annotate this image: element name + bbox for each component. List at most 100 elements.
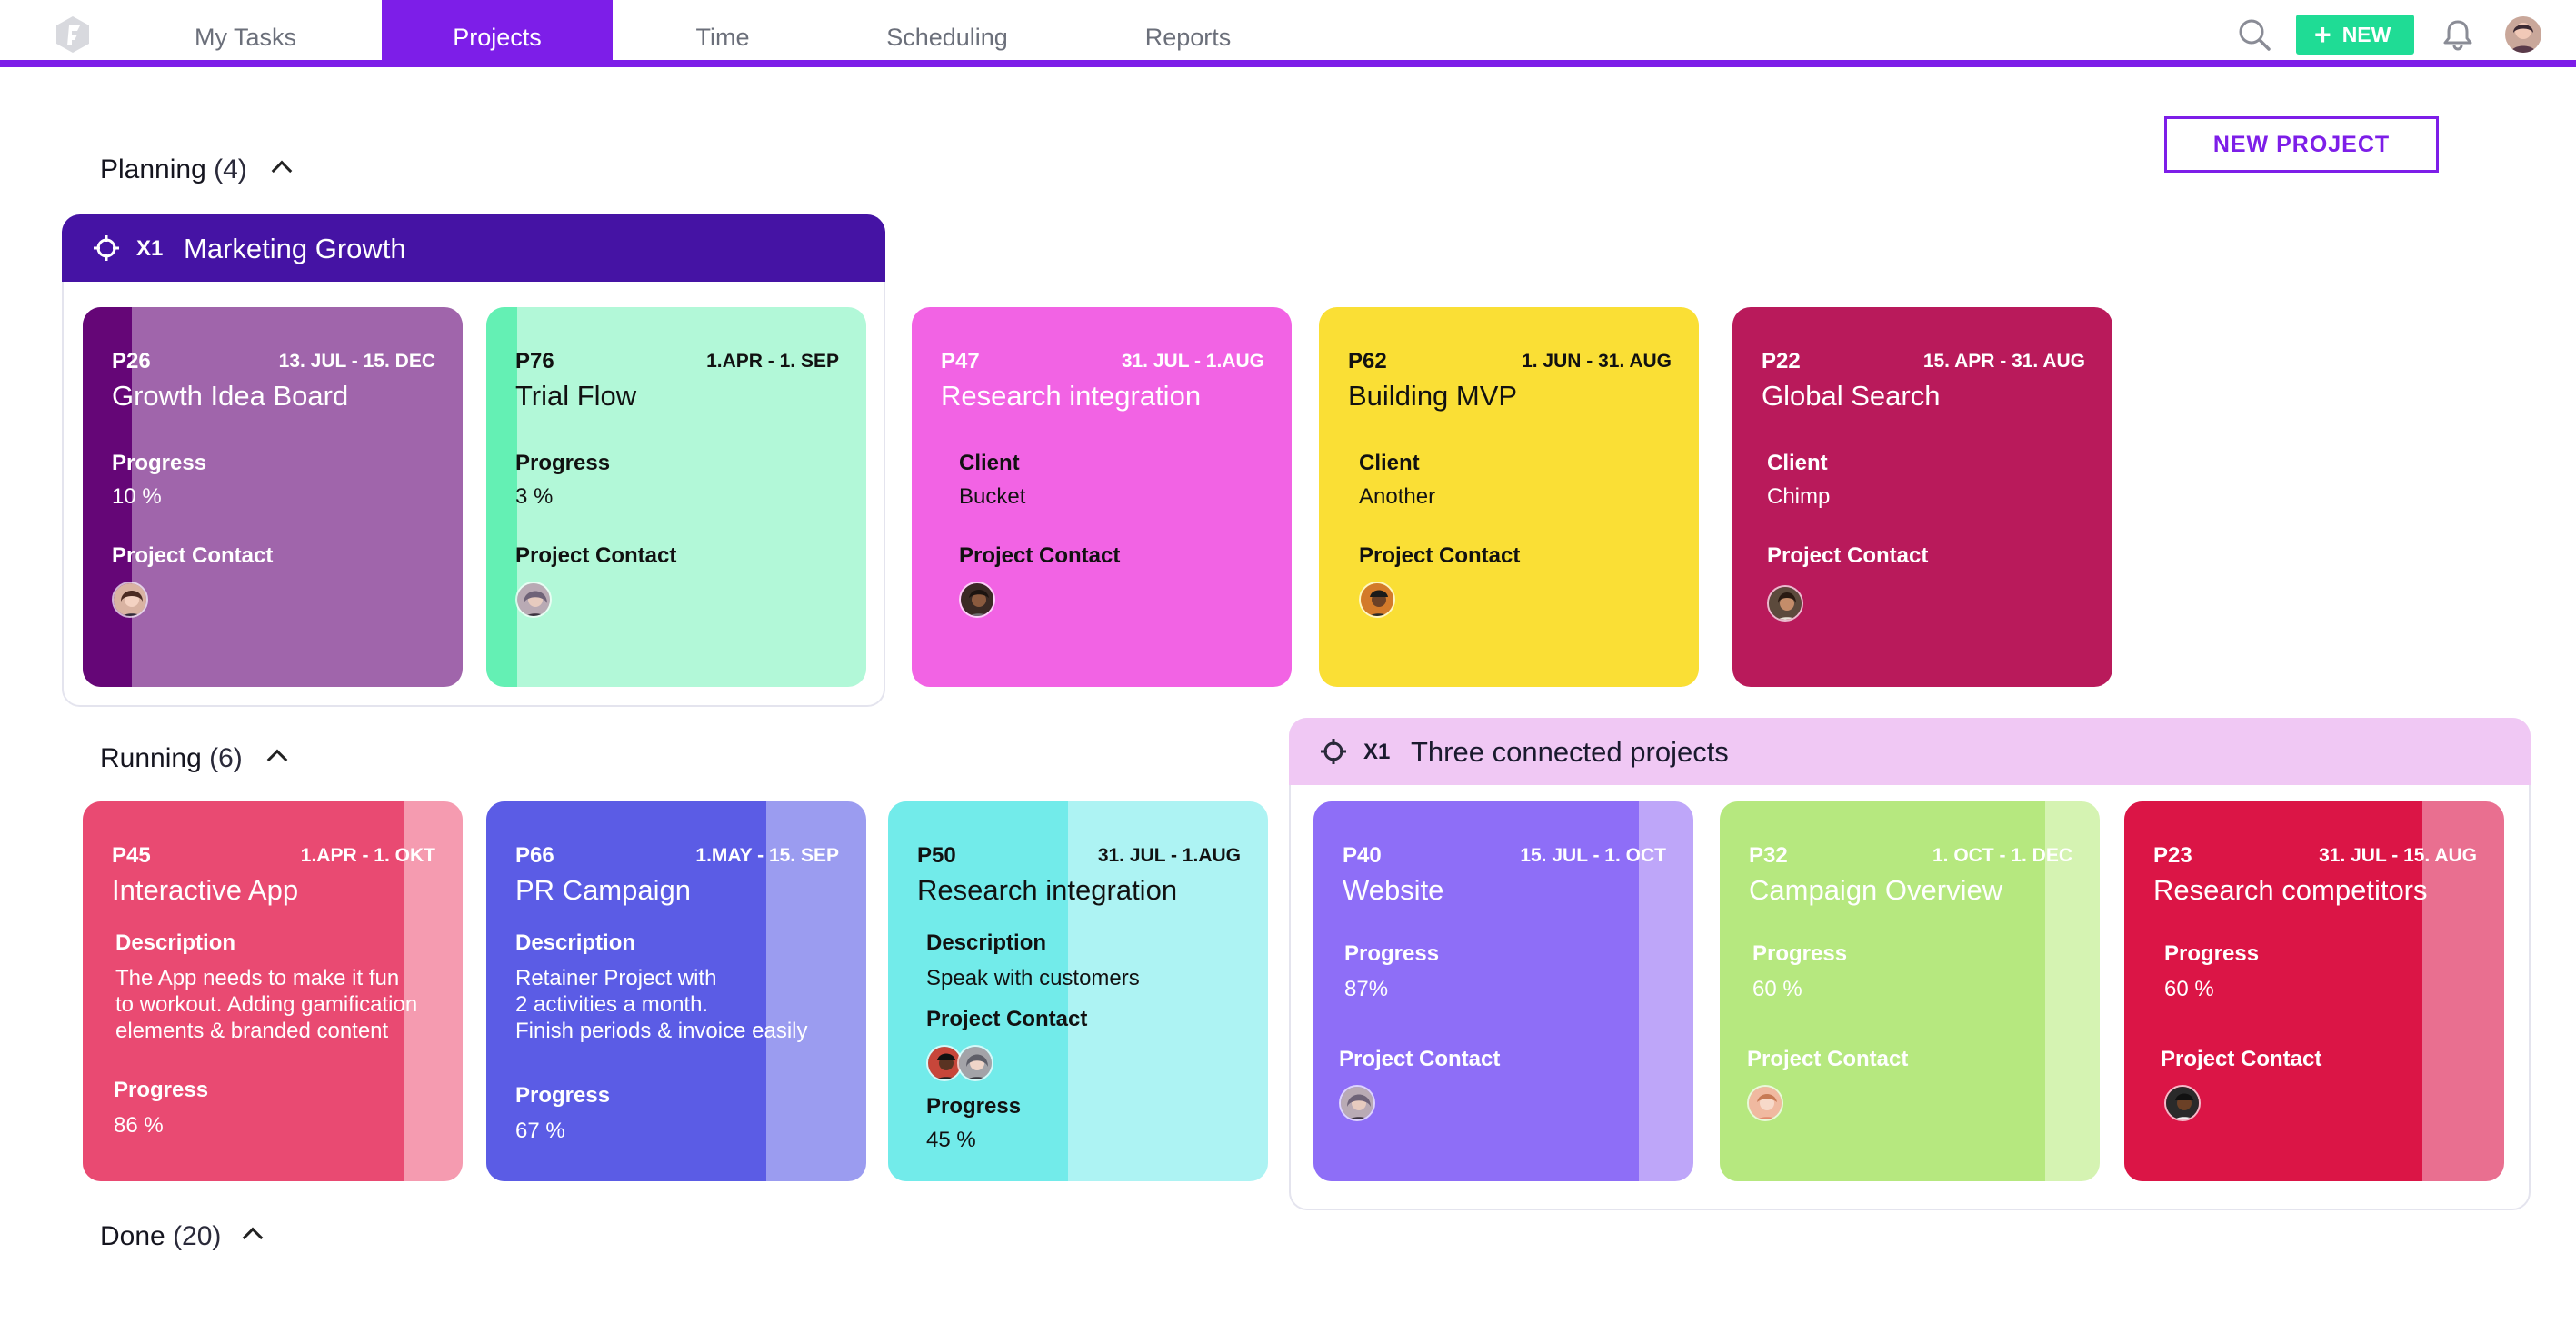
project-dates: 1. OCT - 1. DEC — [1932, 845, 2072, 866]
project-title: Website — [1343, 874, 1444, 906]
contact-avatar[interactable] — [1767, 585, 1803, 622]
target-icon — [94, 235, 119, 261]
project-card-p62[interactable]: P62 1. JUN - 31. AUG Building MVP Client… — [1319, 307, 1699, 687]
project-code: P66 — [515, 843, 554, 868]
section-running-count: (6) — [209, 743, 243, 773]
progress-value: 3 % — [515, 484, 554, 509]
project-card-p23[interactable]: P23 31. JUL - 15. AUG Research competito… — [2124, 801, 2504, 1181]
project-card-p45[interactable]: P45 1.APR - 1. OKT Interactive App Descr… — [83, 801, 463, 1181]
bell-icon[interactable] — [2440, 16, 2476, 53]
contact-avatar[interactable] — [957, 1045, 993, 1081]
nav-time[interactable]: Time — [695, 24, 750, 51]
project-code: P40 — [1343, 843, 1382, 868]
group-code: X1 — [136, 236, 164, 261]
user-avatar[interactable] — [2505, 16, 2541, 53]
description-label: Description — [115, 930, 236, 955]
project-dates: 13. JUL - 15. DEC — [278, 351, 435, 372]
group-header-three-connected[interactable]: X1 Three connected projects — [1289, 718, 2531, 785]
project-dates: 15. APR - 31. AUG — [1922, 351, 2085, 372]
project-title: PR Campaign — [515, 874, 691, 906]
progress-label: Progress — [1752, 941, 1848, 966]
description-label: Description — [926, 930, 1047, 955]
project-title: Trial Flow — [515, 380, 637, 412]
progress-label: Progress — [515, 1083, 611, 1108]
client-label: Client — [1767, 451, 1828, 475]
contact-avatar[interactable] — [926, 1045, 963, 1081]
nav-scheduling[interactable]: Scheduling — [886, 24, 1008, 51]
progress-value: 60 % — [2164, 977, 2214, 1001]
progress-value: 67 % — [515, 1119, 565, 1143]
progress-fill — [1313, 801, 1639, 1181]
new-project-button[interactable]: NEW PROJECT — [2164, 116, 2439, 173]
section-done-header[interactable]: Done (20) — [100, 1221, 264, 1252]
progress-value: 45 % — [926, 1128, 976, 1152]
section-running-header[interactable]: Running (6) — [100, 743, 288, 774]
chevron-up-icon[interactable] — [266, 749, 288, 771]
chevron-up-icon[interactable] — [271, 160, 293, 182]
description-value: The App needs to make it fun to workout.… — [115, 966, 418, 1043]
progress-value: 87% — [1344, 977, 1389, 1001]
contact-label: Project Contact — [926, 1007, 1088, 1031]
contact-avatar[interactable] — [1747, 1085, 1783, 1121]
new-button[interactable]: +NEW — [2296, 15, 2414, 55]
contact-avatar[interactable] — [112, 582, 148, 618]
project-card-p66[interactable]: P66 1.MAY - 15. SEP PR Campaign Descript… — [486, 801, 866, 1181]
group-code: X1 — [1363, 740, 1391, 764]
section-done-label: Done — [100, 1221, 165, 1251]
progress-value: 86 % — [114, 1113, 164, 1138]
client-value: Another — [1359, 484, 1436, 509]
section-running-label: Running — [100, 743, 202, 773]
section-done-count: (20) — [173, 1221, 222, 1251]
project-card-p40[interactable]: P40 15. JUL - 1. OCT Website Progress 87… — [1313, 801, 1693, 1181]
project-card-p47[interactable]: P47 31. JUL - 1.AUG Research integration… — [912, 307, 1292, 687]
progress-fill — [888, 801, 1068, 1181]
progress-fill — [83, 801, 404, 1181]
progress-fill — [486, 801, 766, 1181]
contact-avatar[interactable] — [1359, 582, 1395, 618]
project-dates: 15. JUL - 1. OCT — [1520, 845, 1666, 866]
description-value: Speak with customers — [926, 966, 1140, 990]
project-card-p26[interactable]: P26 13. JUL - 15. DEC Growth Idea Board … — [83, 307, 463, 687]
project-code: P22 — [1762, 349, 1801, 373]
progress-label: Progress — [1344, 941, 1440, 966]
project-title: Interactive App — [112, 874, 299, 906]
project-dates: 1.MAY - 15. SEP — [695, 845, 839, 866]
group-name: Marketing Growth — [184, 233, 406, 264]
progress-value: 10 % — [112, 484, 162, 509]
group-name: Three connected projects — [1411, 736, 1729, 768]
project-card-p22[interactable]: P22 15. APR - 31. AUG Global Search Clie… — [1732, 307, 2112, 687]
group-header-marketing-growth[interactable]: X1 Marketing Growth — [62, 214, 885, 282]
contact-label: Project Contact — [959, 543, 1121, 568]
project-title: Growth Idea Board — [112, 380, 349, 412]
search-icon[interactable] — [2236, 16, 2272, 53]
contact-avatar[interactable] — [959, 582, 995, 618]
project-card-p76[interactable]: P76 1.APR - 1. SEP Trial Flow Progress 3… — [486, 307, 866, 687]
client-label: Client — [1359, 451, 1420, 475]
project-card-p50[interactable]: P50 31. JUL - 1.AUG Research integration… — [888, 801, 1268, 1181]
client-value: Chimp — [1767, 484, 1831, 509]
client-value: Bucket — [959, 484, 1026, 509]
project-title: Global Search — [1762, 380, 1941, 412]
contact-avatar[interactable] — [1339, 1085, 1375, 1121]
contact-avatar[interactable] — [2164, 1085, 2201, 1121]
progress-strip — [486, 307, 517, 687]
project-dates: 1.APR - 1. OKT — [300, 845, 435, 866]
nav-my-tasks[interactable]: My Tasks — [194, 24, 297, 51]
nav-projects[interactable]: Projects — [382, 0, 613, 67]
contact-label: Project Contact — [1359, 543, 1521, 568]
project-title: Building MVP — [1348, 380, 1518, 412]
project-dates: 31. JUL - 1.AUG — [1097, 845, 1241, 866]
project-code: P23 — [2153, 843, 2192, 868]
project-card-p32[interactable]: P32 1. OCT - 1. DEC Campaign Overview Pr… — [1720, 801, 2100, 1181]
progress-value: 60 % — [1752, 977, 1802, 1001]
chevron-up-icon[interactable] — [242, 1227, 264, 1248]
project-title: Research competitors — [2153, 874, 2428, 906]
nav-reports[interactable]: Reports — [1144, 24, 1232, 51]
section-planning-count: (4) — [214, 154, 247, 184]
project-code: P26 — [112, 349, 151, 373]
section-planning-header[interactable]: Planning (4) — [100, 154, 293, 185]
app-logo[interactable] — [53, 15, 93, 55]
contact-label: Project Contact — [112, 543, 274, 568]
contact-avatar[interactable] — [515, 582, 552, 618]
project-code: P45 — [112, 843, 151, 868]
